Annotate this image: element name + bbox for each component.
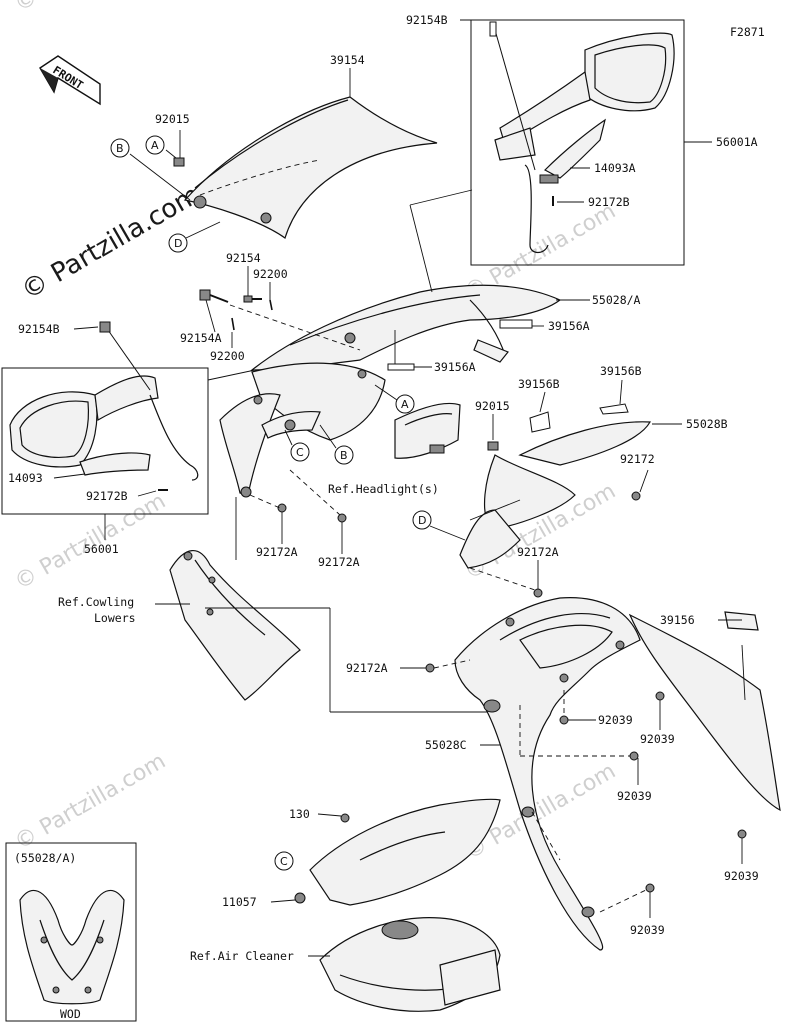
label-92039-e: 92039 [724,869,759,883]
label-55028A: 55028/A [592,293,641,307]
callout-c-low: C [274,851,294,871]
label-92039-d: 92039 [630,923,665,937]
label-39156B-b: 39156B [600,364,642,378]
fairing-inner-bracket [219,362,386,498]
inset-footer: WOD [60,1007,81,1021]
ref-air-cleaner: Ref.Air Cleaner [190,949,294,963]
label-92172A-a: 92172A [256,545,298,559]
callout-a-top: A [145,135,165,155]
label-56001: 56001 [84,542,119,556]
cowling-lowers-ref [169,550,301,701]
svg-text:D: D [418,514,426,527]
label-39156A-b: 39156A [434,360,476,374]
label-92172A-b: 92172A [318,555,360,569]
bolt-92154 [243,295,262,303]
label-92015-top: 92015 [155,112,190,126]
label-14093: 14093 [8,471,43,485]
label-56001A: 56001A [716,135,758,149]
ref-headlight: Ref.Headlight(s) [328,482,439,496]
figure-code: F2871 [730,25,765,39]
label-92172: 92172 [620,452,655,466]
label-11057: 11057 [222,895,257,909]
front-arrow-icon: FRONT [39,55,101,106]
label-92039-b: 92039 [640,732,675,746]
label-92015-mid: 92015 [475,399,510,413]
callout-b-mid: B [334,445,354,465]
ref-cowling-lowers-1: Ref.Cowling [58,595,134,609]
label-39156: 39156 [660,613,695,627]
inset-title: (55028/A) [14,851,76,865]
label-92172A-d: 92172A [346,661,388,675]
label-92200-b: 92200 [210,349,245,363]
svg-text:D: D [174,237,182,250]
svg-text:C: C [296,446,304,459]
callout-d-mid: D [412,510,432,530]
label-92154A: 92154A [180,331,222,345]
windshield [183,96,438,239]
label-92154: 92154 [226,251,261,265]
headlight-ref [394,402,461,459]
mirror-left [9,321,199,491]
label-92172B-top: 92172B [588,195,630,209]
label-39154: 39154 [330,53,365,67]
side-cover-55028B [459,421,651,569]
label-92172A-c: 92172A [517,545,559,559]
label-92154B-left: 92154B [18,322,60,336]
label-92154B-top: 92154B [406,13,448,27]
label-92039-a: 92039 [598,713,633,727]
mirror-right [489,21,675,254]
bolt-92154A [199,289,229,303]
watermark-5: © Partzilla.com [11,749,171,856]
svg-text:A: A [401,398,409,411]
callout-a-mid: A [395,394,415,414]
label-92172B-left: 92172B [86,489,128,503]
label-39156B-a: 39156B [518,377,560,391]
air-cleaner-ref [319,917,501,1012]
watermark-1: © Partzilla.com [11,0,171,17]
svg-text:A: A [151,139,159,152]
upper-cowl [250,284,562,371]
callout-d-top: D [168,233,188,253]
svg-text:B: B [340,449,348,462]
callout-c-mid: C [290,442,310,462]
label-130: 130 [289,807,310,821]
label-39156A-a: 39156A [548,319,590,333]
label-92039-c: 92039 [617,789,652,803]
label-92200-a: 92200 [253,267,288,281]
ref-cowling-lowers-2: Lowers [94,611,136,625]
inset-upper-cowl [19,890,125,1005]
label-14093A: 14093A [594,161,636,175]
label-55028B: 55028B [686,417,728,431]
side-fairing-55028C [454,597,781,951]
label-55028C: 55028C [425,738,467,752]
callout-b-top: B [110,138,130,158]
svg-text:C: C [280,855,288,868]
inner-cover-11057 [294,798,501,906]
svg-text:B: B [116,142,124,155]
